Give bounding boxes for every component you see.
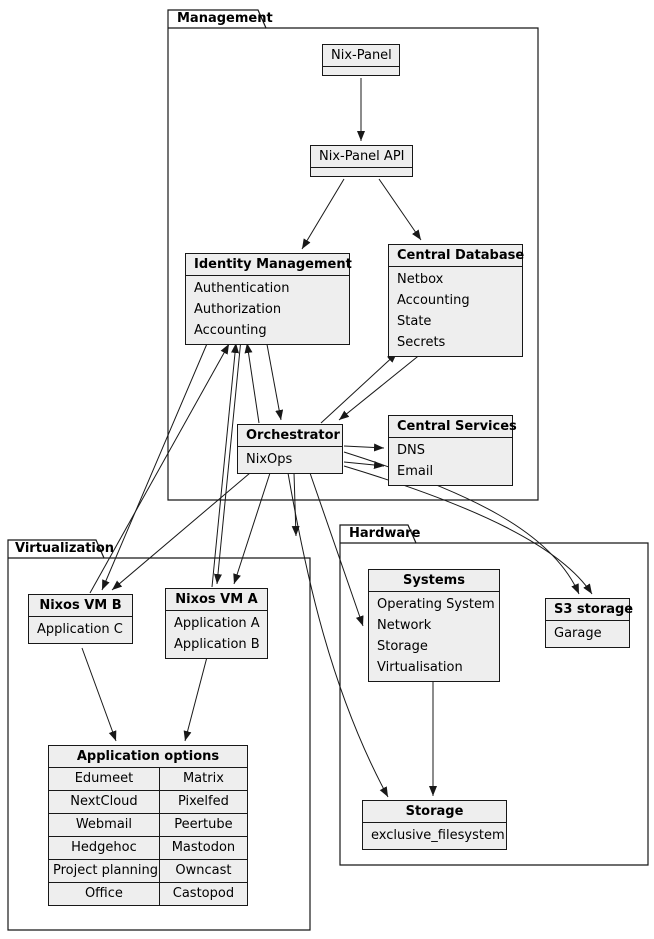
s3-field-garage: Garage	[554, 626, 602, 641]
node-identity-management: Identity Management Authentication Autho…	[185, 253, 352, 345]
edge-vma-identity	[211, 342, 240, 588]
node-systems-title: Systems	[369, 570, 499, 592]
edge-vmb-appoptions	[81, 647, 117, 742]
edge-vmb-identity	[89, 343, 230, 594]
edge-identity-vmb	[101, 338, 210, 591]
node-nixos-vm-b: Nixos VM B Application C	[28, 594, 133, 644]
node-nix-panel-body	[323, 67, 399, 75]
identity-field-authorization: Authorization	[194, 302, 282, 317]
central-services-field-dns: DNS	[397, 443, 425, 458]
app-option-cell: Castopod	[159, 882, 247, 905]
edge-identity-orchestrator	[265, 338, 284, 421]
systems-field-network: Network	[377, 618, 432, 633]
app-option-cell: Office	[49, 882, 160, 905]
package-virtualization-outline	[7, 539, 311, 931]
package-hardware-label: Hardware	[349, 526, 421, 541]
edge-api-identity	[301, 178, 345, 250]
edge-vma-appoptions	[183, 656, 208, 742]
node-storage-title: Storage	[363, 801, 506, 823]
edge-api-centraldb	[378, 178, 422, 241]
node-central-database-title: Central Database	[389, 245, 524, 267]
app-option-cell: Webmail	[49, 813, 160, 836]
edge-centraldb-orchestrator	[338, 348, 428, 421]
edge-orchestrator-dns	[343, 443, 385, 452]
application-options-table: Edumeet Matrix NextCloud Pixelfed Webmai…	[49, 768, 247, 905]
node-central-services-title: Central Services	[389, 416, 517, 438]
systems-field-virtualisation: Virtualisation	[377, 660, 463, 675]
orchestrator-field-nixops: NixOps	[246, 452, 293, 467]
node-vm-b-title: Nixos VM B	[29, 595, 132, 617]
app-option-cell: Edumeet	[49, 768, 160, 790]
central-db-field-netbox: Netbox	[397, 272, 444, 287]
central-db-field-state: State	[397, 314, 432, 329]
node-s3-storage: S3 storage Garage	[545, 598, 633, 648]
central-db-field-accounting: Accounting	[397, 293, 470, 308]
node-storage: Storage exclusive_filesystem	[362, 800, 507, 850]
node-nix-panel-api-title: Nix-Panel API	[311, 146, 412, 168]
package-virtualization-label: Virtualization	[15, 541, 115, 556]
node-identity-title: Identity Management	[186, 254, 352, 276]
central-services-field-email: Email	[397, 464, 434, 479]
vm-a-field-application-b: Application B	[174, 637, 260, 652]
node-nixos-vm-a: Nixos VM A Application A Application B	[165, 588, 268, 659]
node-orchestrator: Orchestrator NixOps	[237, 424, 343, 474]
node-application-options-title: Application options	[49, 746, 247, 768]
node-nix-panel: Nix-Panel	[322, 44, 400, 76]
edge-orchestrator-systems	[309, 472, 364, 627]
app-option-cell: Peertube	[159, 813, 247, 836]
vm-b-field-application-c: Application C	[37, 622, 123, 637]
node-nix-panel-api-body	[311, 168, 412, 176]
node-orchestrator-title: Orchestrator	[238, 425, 342, 447]
node-nix-panel-api: Nix-Panel API	[310, 145, 413, 177]
app-option-cell: Owncast	[159, 859, 247, 882]
identity-field-authentication: Authentication	[194, 281, 290, 296]
node-vm-a-title: Nixos VM A	[166, 589, 267, 611]
node-nix-panel-title: Nix-Panel	[323, 45, 399, 67]
node-application-options: Application options Edumeet Matrix NextC…	[48, 745, 248, 906]
package-hardware-outline	[339, 524, 649, 866]
systems-field-storage: Storage	[377, 639, 428, 654]
edge-orchestrator-vma	[233, 472, 271, 585]
edge-orchestrator-vmb	[111, 472, 251, 591]
app-option-cell: Project planning	[49, 859, 160, 882]
package-management-outline	[167, 9, 539, 501]
node-central-services: Central Services DNS Email	[388, 415, 517, 486]
edge-orchestrator-email	[343, 461, 385, 469]
edge-orchestrator-centraldb	[320, 352, 398, 424]
app-option-cell: Hedgehoc	[49, 836, 160, 859]
vm-a-field-application-a: Application A	[174, 616, 260, 631]
package-management-label: Management	[177, 11, 273, 26]
edge-orchestrator-identity	[244, 342, 260, 424]
app-option-cell: Mastodon	[159, 836, 247, 859]
edge-orchestrator-virtualization	[291, 472, 300, 537]
edge-identity-vma	[213, 338, 242, 585]
app-option-cell: Matrix	[182, 771, 224, 786]
app-option-cell: NextCloud	[49, 790, 160, 813]
systems-field-operating-system: Operating System	[377, 597, 495, 612]
storage-field-exclusive-filesystem: exclusive_filesystem	[371, 828, 505, 843]
edge-orchestrator-storage	[287, 472, 389, 798]
central-db-field-secrets: Secrets	[397, 335, 446, 350]
node-s3-storage-title: S3 storage	[546, 599, 633, 621]
identity-field-accounting: Accounting	[194, 323, 267, 338]
app-option-cell: Pixelfed	[159, 790, 247, 813]
node-systems: Systems Operating System Network Storage…	[368, 569, 500, 682]
node-central-database: Central Database Netbox Accounting State…	[388, 244, 524, 357]
